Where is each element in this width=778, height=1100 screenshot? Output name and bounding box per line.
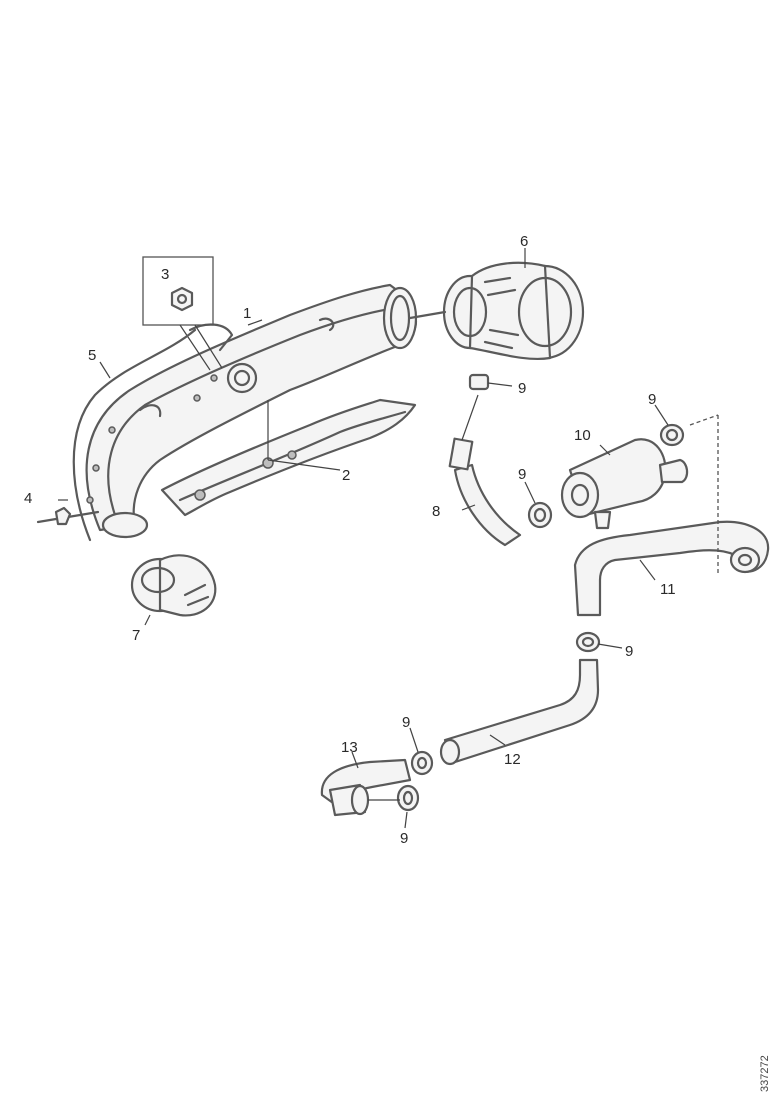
clamp-9c <box>659 423 685 447</box>
leader-2b <box>267 459 341 471</box>
part-4-bolt <box>36 506 100 526</box>
callout-7: 7 <box>132 627 140 644</box>
part-5-hose <box>72 328 197 542</box>
leader-lines <box>58 248 669 829</box>
callout-9-b: 9 <box>518 466 526 483</box>
part-13-hose <box>320 758 412 817</box>
drawing-reference-number: 337272 <box>759 1055 771 1092</box>
part-12-hose <box>439 658 600 766</box>
callout-12: 12 <box>504 751 521 768</box>
callout-9-d: 9 <box>625 643 633 660</box>
callout-labels: 1 2 3 4 5 6 7 8 9 9 9 9 9 9 10 11 12 13 <box>24 233 676 847</box>
callout-6: 6 <box>520 233 528 250</box>
part-9-clamps <box>396 373 685 812</box>
callout-1: 1 <box>243 305 251 322</box>
leader-9d <box>597 643 623 649</box>
callout-10: 10 <box>574 427 591 444</box>
part-10-canister <box>560 438 689 530</box>
part-8-hose <box>448 394 522 547</box>
leader-9e <box>409 727 419 753</box>
clamp-9e <box>410 750 434 776</box>
leader-5 <box>99 361 111 379</box>
clamp-9a <box>468 373 513 391</box>
clamp-9b <box>527 501 553 529</box>
callout-9-c: 9 <box>648 391 656 408</box>
callout-13: 13 <box>341 739 358 756</box>
callout-5: 5 <box>88 347 96 364</box>
leader-13 <box>351 751 359 769</box>
part-11-hose <box>573 414 770 617</box>
callout-4: 4 <box>24 490 32 507</box>
leader-8 <box>461 504 476 511</box>
leader-9f <box>404 811 408 829</box>
callout-9-e: 9 <box>402 714 410 731</box>
leader-11 <box>639 559 656 581</box>
callout-11: 11 <box>660 581 676 598</box>
callout-2: 2 <box>342 467 350 484</box>
leader-12 <box>489 734 506 746</box>
part-7-elbow <box>130 554 217 626</box>
callout-9-a: 9 <box>518 380 526 397</box>
leader-9b <box>524 481 536 504</box>
leader-1 <box>247 319 263 326</box>
part-1-intake-pipe <box>85 283 418 539</box>
leader-9c <box>654 404 669 426</box>
callout-3: 3 <box>161 266 169 283</box>
clamp-9d <box>575 631 601 653</box>
part-6-filter-housing <box>408 261 585 360</box>
part-3-nut <box>142 256 223 371</box>
clamp-9f <box>396 784 420 812</box>
leader-10 <box>599 444 611 456</box>
callout-9-f: 9 <box>400 830 408 847</box>
callout-8: 8 <box>432 503 440 520</box>
